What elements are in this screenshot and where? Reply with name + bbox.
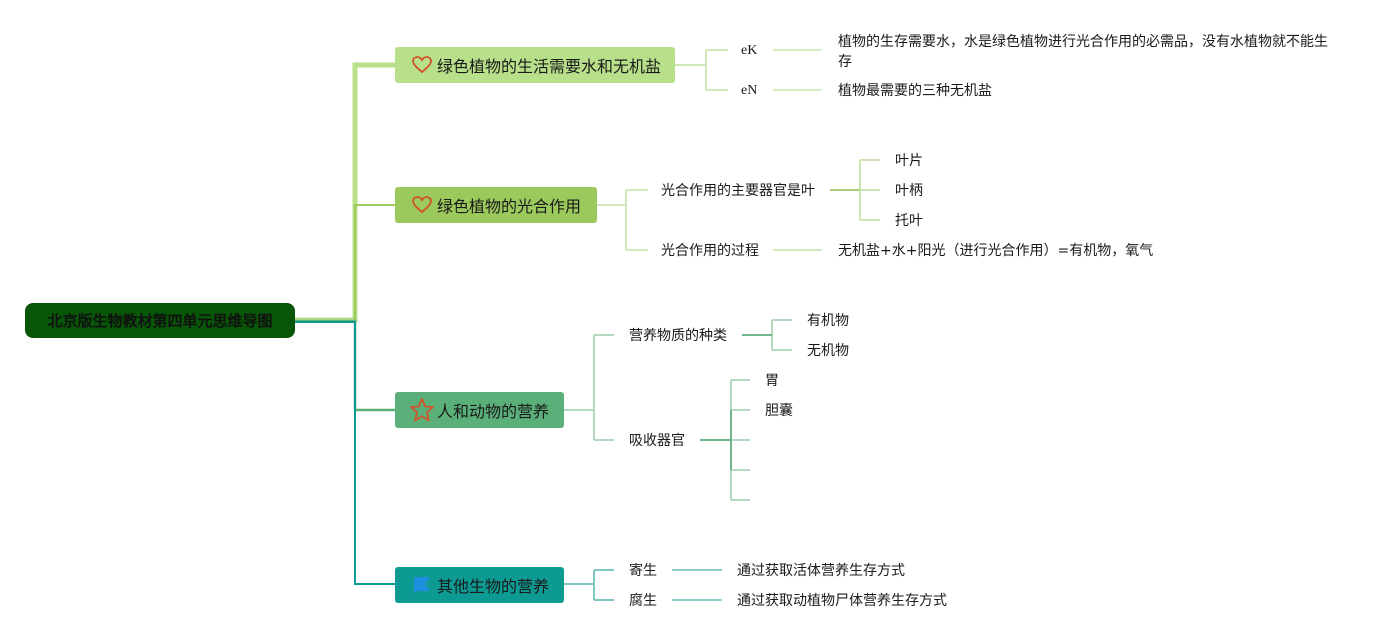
note-saprophytic[interactable]: 通过获取动植物尸体营养生存方式	[737, 593, 947, 609]
connector-root-branch4	[295, 321, 395, 585]
topic-parasitic[interactable]: 寄生	[629, 563, 657, 579]
leaf-part-item[interactable]: 叶柄	[895, 183, 923, 199]
branch-other-organisms[interactable]: 其他生物的营养	[395, 567, 564, 603]
branch-animal-nutrition[interactable]: 人和动物的营养	[395, 392, 564, 428]
connector-b4-notes	[672, 569, 722, 601]
connector-b2-children	[597, 189, 648, 251]
topic-en[interactable]: eN	[741, 83, 758, 98]
topic-process[interactable]: 光合作用的过程	[661, 243, 759, 259]
connector-root-branch2	[354, 204, 395, 320]
root-topic[interactable]: 北京版生物教材第四单元思维导图	[25, 303, 295, 338]
topic-absorption-organs[interactable]: 吸收器官	[629, 433, 685, 449]
nutrient-type-item[interactable]: 有机物	[807, 313, 849, 329]
organ-item-empty[interactable]	[765, 462, 785, 480]
organ-item-empty[interactable]	[765, 432, 785, 450]
organ-item-empty[interactable]	[765, 492, 785, 510]
note-ek[interactable]: 植物的生存需要水，水是绿色植物进行光合作用的必需品，没有水植物就不能生存	[838, 34, 1328, 70]
connector-b3-organs-stem	[700, 410, 732, 470]
leaf-part-item[interactable]: 托叶	[895, 213, 923, 229]
branch-label: 人和动物的营养	[437, 402, 550, 421]
branch-label: 其他生物的营养	[437, 577, 550, 596]
heart-icon	[411, 54, 433, 76]
root-title: 北京版生物教材第四单元思维导图	[47, 312, 273, 330]
star-icon	[409, 397, 435, 423]
branch-photosynthesis[interactable]: 绿色植物的光合作用	[395, 187, 597, 223]
note-process[interactable]: 无机盐+水+阳光（进行光合作用）=有机物，氧气	[838, 243, 1154, 259]
connector-root-branch1	[295, 62, 395, 323]
topic-nutrient-types[interactable]: 营养物质的种类	[629, 328, 727, 344]
branch-label: 绿色植物的光合作用	[437, 197, 582, 216]
topic-main-organ[interactable]: 光合作用的主要器官是叶	[661, 183, 815, 199]
nutrient-type-item[interactable]: 无机物	[807, 343, 849, 359]
connector-b3-children	[564, 334, 614, 441]
flag-icon	[411, 574, 433, 596]
note-parasitic[interactable]: 通过获取活体营养生存方式	[737, 563, 905, 579]
connector-b1-notes	[773, 49, 822, 91]
connector-b1-children	[675, 49, 728, 91]
topic-saprophytic[interactable]: 腐生	[629, 593, 657, 609]
branch-water-minerals[interactable]: 绿色植物的生活需要水和无机盐	[395, 47, 675, 83]
leaf-part-item[interactable]: 叶片	[895, 153, 923, 169]
topic-ek[interactable]: eK	[741, 43, 758, 58]
organ-item[interactable]: 胃	[765, 373, 779, 389]
connector-b4-children	[564, 569, 614, 601]
organ-item[interactable]: 胆囊	[765, 403, 793, 419]
heart-icon	[411, 194, 433, 216]
connector-root-branch3	[295, 319, 395, 412]
branch-label: 绿色植物的生活需要水和无机盐	[437, 57, 662, 76]
note-en[interactable]: 植物最需要的三种无机盐	[838, 83, 992, 99]
